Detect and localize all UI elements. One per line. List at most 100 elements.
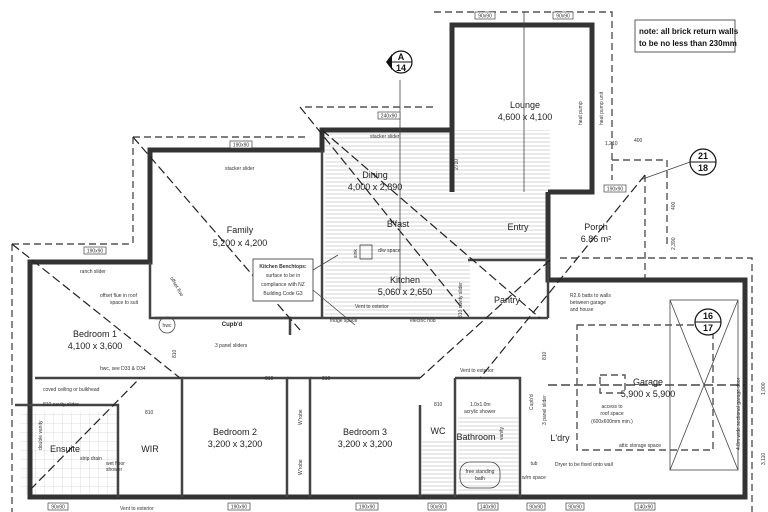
room-bedroom2-name: Bedroom 2 [213, 427, 257, 437]
svg-text:Vent to exterior: Vent to exterior [460, 368, 494, 374]
room-garage-size: 5,900 x 5,900 [621, 389, 676, 399]
svg-text:tub: tub [531, 461, 538, 467]
svg-text:21: 21 [698, 151, 708, 161]
room-bedroom1-size: 4,100 x 3,600 [68, 341, 123, 351]
svg-text:810: 810 [542, 351, 548, 360]
svg-text:electric hob: electric hob [410, 318, 436, 324]
svg-text:810: 810 [145, 410, 154, 416]
svg-text:400: 400 [671, 201, 677, 210]
svg-text:810: 810 [434, 402, 443, 408]
section-marker-a14: A 14 [386, 50, 413, 74]
room-bedroom3-size: 3,200 x 3,200 [338, 439, 393, 449]
svg-text:1.0x1.0m: 1.0x1.0m [470, 402, 491, 408]
ensuite-tiles [20, 412, 118, 494]
svg-text:190x90: 190x90 [87, 249, 104, 255]
svg-text:shower: shower [106, 467, 122, 473]
svg-text:vanity: vanity [499, 426, 505, 440]
svg-text:Building Code G3: Building Code G3 [263, 291, 302, 297]
room-kitchen-size: 5,060 x 2,650 [378, 287, 433, 297]
svg-text:attic storage space: attic storage space [619, 443, 661, 449]
room-bedroom2-size: 3,200 x 3,200 [208, 439, 263, 449]
bathroom-floor-hatch [458, 415, 518, 495]
svg-text:heat pump unit: heat pump unit [599, 91, 605, 125]
room-laundry-name: L'dry [550, 433, 570, 443]
kitchen-benchtops-note: Kitchen Benchtops: surface to be in comp… [252, 254, 356, 326]
svg-text:wet floor: wet floor [106, 461, 125, 467]
svg-text:w/m space: w/m space [522, 475, 546, 481]
room-lounge-size: 4,600 x 4,100 [498, 112, 553, 122]
svg-text:between garage: between garage [570, 300, 606, 306]
room-bedroom3-name: Bedroom 3 [343, 427, 387, 437]
svg-text:(600x600mm min.): (600x600mm min.) [591, 419, 633, 425]
window-tags: 90x90 90x90 240x90 190x90 190x90 190x90 … [47, 11, 656, 511]
svg-text:coved ceiling or bulkhead: coved ceiling or bulkhead [43, 387, 100, 393]
svg-text:2,390: 2,390 [671, 237, 677, 250]
room-family-name: Family [227, 225, 254, 235]
svg-text:offset flue: offset flue [168, 276, 184, 298]
svg-text:190x90: 190x90 [607, 187, 624, 193]
svg-text:compliance with NZ: compliance with NZ [261, 282, 305, 288]
svg-text:400: 400 [634, 138, 643, 144]
garage-door-zone [576, 299, 739, 471]
room-bathroom-name: Bathroom [456, 432, 495, 442]
svg-text:R2.6 batts to walls: R2.6 batts to walls [570, 293, 611, 299]
room-kitchen-name: Kitchen [390, 275, 420, 285]
svg-text:access to: access to [601, 404, 622, 410]
room-porch-name: Porch [584, 222, 608, 232]
dining-floor-hatch [325, 130, 550, 230]
room-family-size: 5,200 x 4,200 [213, 238, 268, 248]
svg-text:note: all brick return walls: note: all brick return walls [639, 27, 739, 36]
svg-text:16: 16 [703, 311, 713, 321]
svg-text:190x90: 190x90 [231, 505, 248, 511]
svg-text:810 cavity slider: 810 cavity slider [43, 402, 79, 408]
svg-text:W'robe: W'robe [298, 459, 304, 475]
svg-text:810: 810 [322, 376, 331, 382]
dimensions: 810 810 810 810 810 810 2710 1,210 400 4… [145, 138, 767, 465]
svg-text:offset flue in roof: offset flue in roof [100, 293, 137, 299]
svg-text:1,210: 1,210 [605, 141, 618, 147]
room-bedroom1-name: Bedroom 1 [73, 329, 117, 339]
svg-text:90x90: 90x90 [478, 14, 492, 20]
svg-text:4.8m wide sectional garage doo: 4.8m wide sectional garage door [736, 377, 742, 450]
room-cupbd-name: Cupb'd [222, 322, 243, 328]
svg-text:d/w space: d/w space [378, 248, 401, 254]
brick-wall-note: note: all brick return walls to be no le… [634, 19, 739, 53]
svg-text:free standing: free standing [466, 469, 495, 475]
room-entry-name: Entry [507, 222, 529, 232]
walls [15, 22, 748, 500]
svg-text:90x90: 90x90 [529, 505, 543, 511]
svg-text:Vent to exterior: Vent to exterior [120, 506, 154, 512]
svg-text:90x90: 90x90 [430, 505, 444, 511]
svg-text:240x90: 240x90 [381, 114, 398, 120]
wc-floor-hatch [422, 440, 456, 495]
svg-text:190x90: 190x90 [233, 143, 250, 149]
section-marker-16-17: 16 17 [694, 308, 722, 336]
svg-text:810 cavity slider: 810 cavity slider [458, 282, 464, 318]
svg-text:17: 17 [703, 323, 713, 333]
room-lounge-name: Lounge [510, 100, 540, 110]
svg-text:Vent to exterior: Vent to exterior [355, 304, 389, 310]
svg-text:3 panel slider: 3 panel slider [542, 395, 548, 425]
room-dining-size: 4,000 x 2,890 [348, 182, 403, 192]
svg-text:stacker slider: stacker slider [370, 134, 400, 140]
svg-text:to be no less than 230mm: to be no less than 230mm [639, 39, 737, 48]
svg-text:fridge space: fridge space [330, 318, 357, 324]
svg-text:ranch slider: ranch slider [80, 269, 106, 275]
svg-text:Kitchen Benchtops:: Kitchen Benchtops: [259, 264, 307, 270]
svg-text:140x90: 140x90 [480, 505, 497, 511]
svg-text:bath: bath [475, 476, 485, 482]
svg-text:and house: and house [570, 307, 594, 313]
svg-text:acrylic shower: acrylic shower [464, 409, 496, 415]
svg-text:Cupb'd: Cupb'd [529, 394, 535, 410]
svg-text:A: A [398, 52, 405, 62]
svg-text:90x90: 90x90 [568, 505, 582, 511]
svg-text:190x90: 190x90 [359, 505, 376, 511]
room-pantry-name: Pantry [494, 295, 521, 305]
svg-text:sink: sink [353, 249, 359, 258]
svg-text:2710: 2710 [454, 159, 460, 170]
svg-text:1,000: 1,000 [761, 382, 767, 395]
room-ensuite-name: Ensuite [50, 444, 80, 454]
room-wc-name: WC [431, 426, 446, 436]
svg-text:810: 810 [265, 376, 274, 382]
